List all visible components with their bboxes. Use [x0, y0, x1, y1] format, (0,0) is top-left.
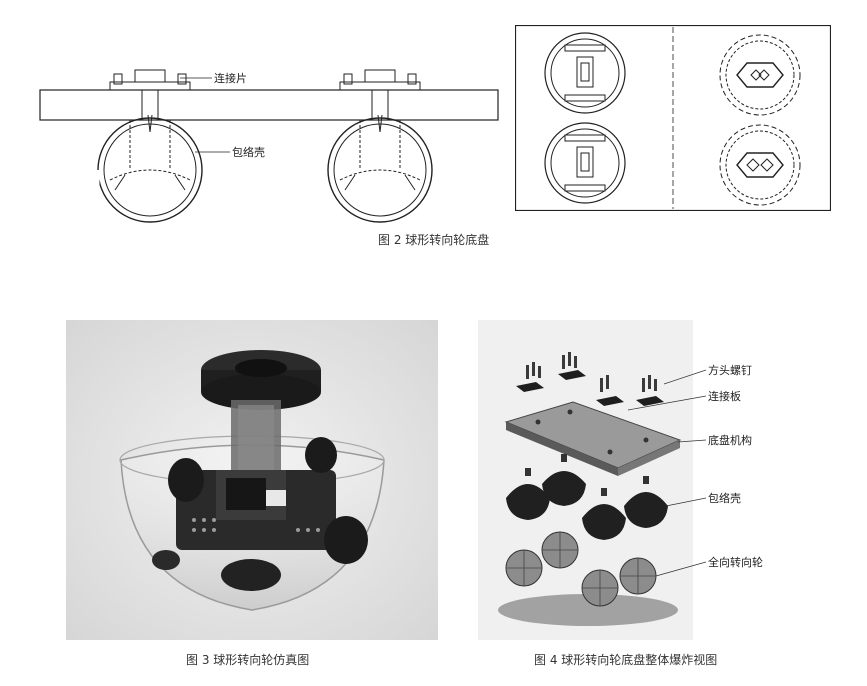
- figure4-caption: 图 4 球形转向轮底盘整体爆炸视图: [534, 653, 718, 667]
- connector-pads: [516, 370, 664, 406]
- label-wheel: 全向转向轮: [708, 555, 763, 569]
- wheel-assembly-right: [327, 69, 433, 223]
- figure2-side-drawing: 连接片 包络壳: [30, 60, 510, 230]
- beam: [39, 89, 499, 121]
- side-drawing-svg: 连接片 包络壳: [39, 69, 499, 223]
- shells: [506, 454, 668, 540]
- label-plate: 连接片: [214, 72, 247, 85]
- figure2-top-view: [515, 25, 831, 211]
- figure4-exploded-view: 方头螺钉 连接板 底盘机构 包络壳 全向转向轮: [478, 320, 858, 640]
- top-view-svg: [515, 25, 831, 211]
- exploded-view-svg: 方头螺钉 连接板 底盘机构 包络壳 全向转向轮: [478, 320, 763, 640]
- figure2-caption: 图 2 球形转向轮底盘: [378, 233, 490, 247]
- figure3-caption: 图 3 球形转向轮仿真图: [186, 653, 310, 667]
- label-shell: 包络壳: [232, 145, 265, 159]
- top-wheel-left-upper: [544, 32, 626, 114]
- top-wheel-right-upper: [719, 34, 801, 116]
- screws: [526, 352, 657, 392]
- label-plate: 连接板: [708, 389, 741, 403]
- figure3-simulation-image: [66, 320, 438, 640]
- label-screws: 方头螺钉: [708, 363, 752, 377]
- wheel-assembly-left: [96, 69, 203, 223]
- top-wheel-right-lower: [719, 124, 801, 206]
- label-chassis: 底盘机构: [708, 433, 752, 447]
- top-wheel-left-lower: [544, 122, 626, 204]
- simulation-svg: [66, 320, 438, 640]
- label-shell: 包络壳: [708, 491, 741, 505]
